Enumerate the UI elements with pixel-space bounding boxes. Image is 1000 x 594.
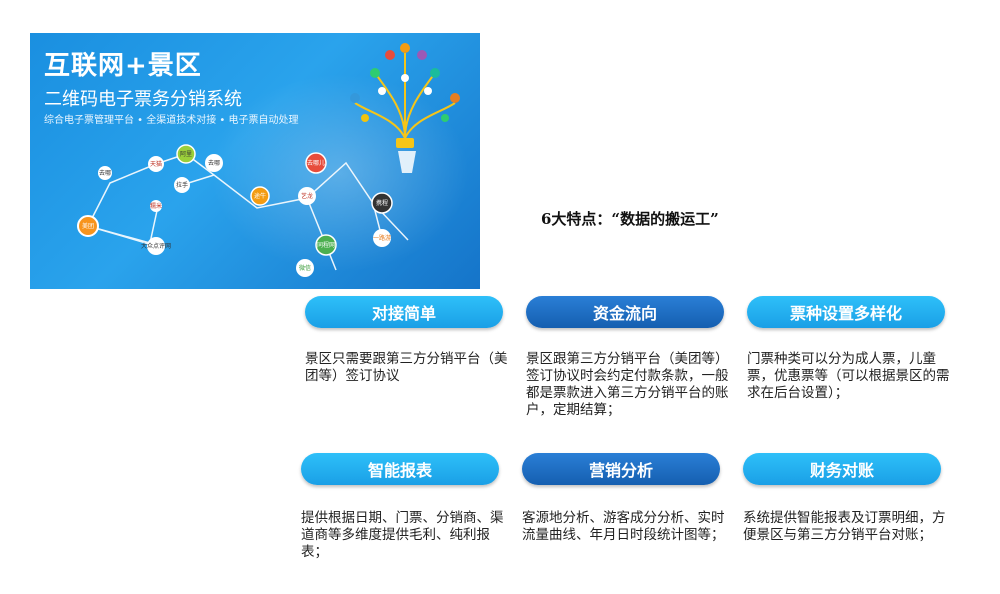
feature-desc-easy-integration: 景区只需要跟第三方分销平台（美团等）签订协议 xyxy=(305,351,508,384)
feature-desc-marketing-analysis: 客源地分析、游客成分分析、实时流量曲线、年月日时段统计图等； xyxy=(522,510,725,543)
node-label: 阿里 xyxy=(180,150,192,158)
node-label: 拉手 xyxy=(176,181,188,189)
feature-desc-ticket-types: 门票种类可以分为成人票，儿童票，优惠票等（可以根据景区的需求在后台设置）； xyxy=(747,351,950,401)
node-label: 糯米 xyxy=(150,202,162,210)
network-graphic: 美团 去哪 天猫 阿里 去哪 拉手 糯米 大众点评网 途牛 艺龙 去哪儿 携程 xyxy=(77,43,460,277)
feature-pill-reconciliation: 财务对账 xyxy=(743,453,941,485)
feature-desc-fund-flow: 景区跟第三方分销平台（美团等）签订协议时会约定付款条款，一般都是票款进入第三方分… xyxy=(526,351,729,418)
node-label: 艺龙 xyxy=(301,192,313,200)
feature-desc-reconciliation: 系统提供智能报表及订票明细，方便景区与第三方分销平台对账； xyxy=(743,510,946,543)
feature-pill-easy-integration: 对接简单 xyxy=(305,296,503,328)
feature-pill-fund-flow: 资金流向 xyxy=(526,296,724,328)
feature-label: 财务对账 xyxy=(809,461,874,480)
hero-banner: 互联网+景区 二维码电子票务分销系统 综合电子票管理平台 • 全渠道技术对接 •… xyxy=(30,33,480,289)
feature-label: 营销分析 xyxy=(588,461,653,480)
feature-pill-marketing-analysis: 营销分析 xyxy=(522,453,720,485)
node-label: 去哪儿 xyxy=(307,159,325,167)
banner-glow xyxy=(210,73,470,273)
node-label: 天猫 xyxy=(150,160,162,168)
node-label: 大众点评网 xyxy=(141,242,171,250)
platform-nodes: 美团 去哪 天猫 阿里 去哪 拉手 糯米 大众点评网 途牛 艺龙 去哪儿 携程 xyxy=(77,144,393,277)
node-label: 美团 xyxy=(82,222,94,230)
feature-desc-smart-reports: 提供根据日期、门票、分销商、渠道商等多维度提供毛利、纯利报表； xyxy=(301,510,504,560)
features-title: 6大特点：“数据的搬运工” xyxy=(541,210,719,228)
feature-label: 对接简单 xyxy=(371,304,436,323)
node-label: 携程 xyxy=(376,199,388,207)
node-label: 同程网 xyxy=(317,241,335,249)
banner-tagline: 综合电子票管理平台 • 全渠道技术对接 • 电子票自动处理 xyxy=(44,115,299,126)
feature-label: 票种设置多样化 xyxy=(789,304,902,323)
node-label: 一路游 xyxy=(373,234,391,242)
feature-label: 资金流向 xyxy=(592,304,657,323)
feature-pill-ticket-types: 票种设置多样化 xyxy=(747,296,945,328)
banner-title: 互联网+景区 xyxy=(44,51,202,81)
node-label: 途牛 xyxy=(254,192,266,200)
node-label: 去哪 xyxy=(208,159,220,167)
feature-label: 智能报表 xyxy=(367,461,432,480)
node-label: 微信 xyxy=(299,264,311,272)
node-label: 去哪 xyxy=(99,169,111,177)
feature-pill-smart-reports: 智能报表 xyxy=(301,453,499,485)
banner-subtitle: 二维码电子票务分销系统 xyxy=(44,89,242,110)
icon-tree-graphic xyxy=(350,43,460,173)
